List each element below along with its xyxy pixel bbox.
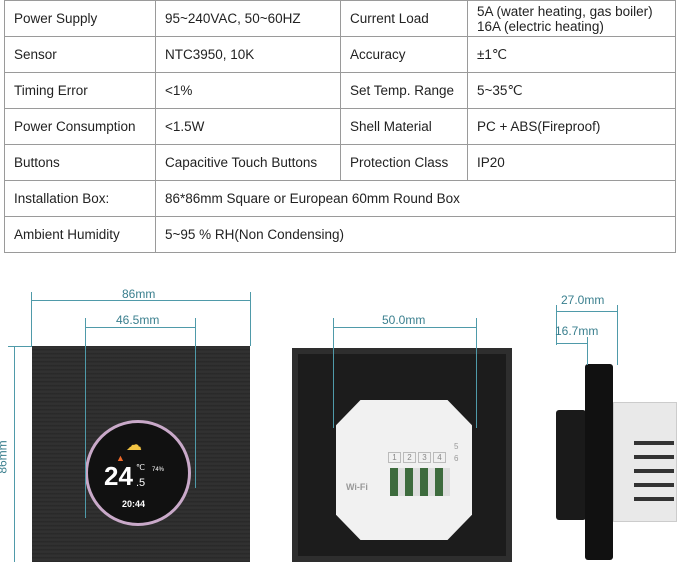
terminal-label: 1	[388, 452, 401, 463]
terminal-label: 3	[418, 452, 431, 463]
spec-key: Accuracy	[340, 36, 468, 73]
dimension-line	[476, 318, 477, 428]
terminal-screws	[390, 468, 450, 496]
spec-key: Current Load	[340, 0, 468, 37]
spec-value: <1%	[155, 72, 341, 109]
spec-key: Power Supply	[4, 0, 156, 37]
spec-key: Power Consumption	[4, 108, 156, 145]
spec-value: Capacitive Touch Buttons	[155, 144, 341, 181]
dimension-line	[556, 343, 587, 344]
terminal-block: 1 2 3 4	[388, 452, 446, 463]
front-width-label: 86mm	[122, 287, 156, 301]
terminal-label: 5	[454, 442, 459, 451]
spec-key: Set Temp. Range	[340, 72, 468, 109]
dimension-line	[556, 305, 557, 345]
dimension-line	[617, 305, 618, 365]
dimension-line	[333, 318, 334, 428]
clock-time: 20:44	[122, 499, 146, 509]
temperature-value: 24	[104, 461, 133, 491]
temperature-unit: ℃	[136, 463, 145, 472]
dimension-line	[31, 292, 32, 346]
terminal-label: 6	[454, 454, 459, 463]
terminal-label: 2	[403, 452, 416, 463]
spec-value: 86*86mm Square or European 60mm Round Bo…	[155, 180, 676, 217]
wiring-module: 1 2 3 4 5 6 Wi-Fi	[336, 400, 472, 540]
back-width-label: 50.0mm	[382, 313, 426, 327]
screen-width-label: 46.5mm	[116, 313, 160, 327]
dimension-line	[14, 346, 15, 562]
spec-value: <1.5W	[155, 108, 341, 145]
weather-icon: ☁	[126, 437, 142, 454]
spec-value: 5~35℃	[467, 72, 676, 109]
terminal-label: 4	[433, 452, 446, 463]
spec-key: Buttons	[4, 144, 156, 181]
current-load-line1: 5A (water heating, gas boiler)	[477, 3, 653, 19]
flame-icon: ▲	[116, 453, 125, 463]
humidity-value: 74%	[152, 467, 165, 473]
front-height-label: 86mm	[0, 440, 10, 474]
current-load-line2: 16A (electric heating)	[477, 18, 604, 34]
spec-value: 95~240VAC, 50~60HZ	[155, 0, 341, 37]
dimension-line	[85, 318, 86, 518]
thermostat-back-view: 1 2 3 4 5 6 Wi-Fi	[292, 348, 512, 562]
dimension-line	[556, 311, 618, 312]
wifi-label: Wi-Fi	[346, 482, 368, 492]
dimension-line	[31, 300, 251, 301]
thermostat-front-panel: ☁ ▲ 24 ℃ .5 74% 20:44	[32, 346, 250, 562]
depth-box-label: 16.7mm	[555, 324, 599, 338]
spec-key: Installation Box:	[4, 180, 156, 217]
spec-value: ±1℃	[467, 36, 676, 73]
thermostat-side-front	[556, 410, 586, 520]
dimension-line	[250, 292, 251, 346]
round-display: ☁ ▲ 24 ℃ .5 74% 20:44	[85, 420, 191, 526]
dimension-line	[8, 346, 32, 347]
spec-key: Shell Material	[340, 108, 468, 145]
dimension-line	[333, 327, 476, 328]
thermostat-side-plate	[585, 364, 613, 560]
spec-value: 5~95 % RH(Non Condensing)	[155, 216, 676, 253]
temperature-decimal: .5	[136, 477, 146, 489]
spec-value: 5A (water heating, gas boiler)16A (elect…	[467, 0, 676, 37]
depth-total-label: 27.0mm	[561, 293, 605, 307]
spec-key: Timing Error	[4, 72, 156, 109]
spec-key: Protection Class	[340, 144, 468, 181]
thermostat-side-backbox	[613, 402, 677, 522]
spec-key: Ambient Humidity	[4, 216, 156, 253]
dimension-line	[587, 337, 588, 365]
spec-value: PC + ABS(Fireproof)	[467, 108, 676, 145]
dimension-line	[195, 318, 196, 488]
spec-value: NTC3950, 10K	[155, 36, 341, 73]
table-row: Installation Box:86*86mm Square or Europ…	[4, 180, 676, 217]
spec-value: IP20	[467, 144, 676, 181]
spec-key: Sensor	[4, 36, 156, 73]
dimension-line	[86, 327, 196, 328]
